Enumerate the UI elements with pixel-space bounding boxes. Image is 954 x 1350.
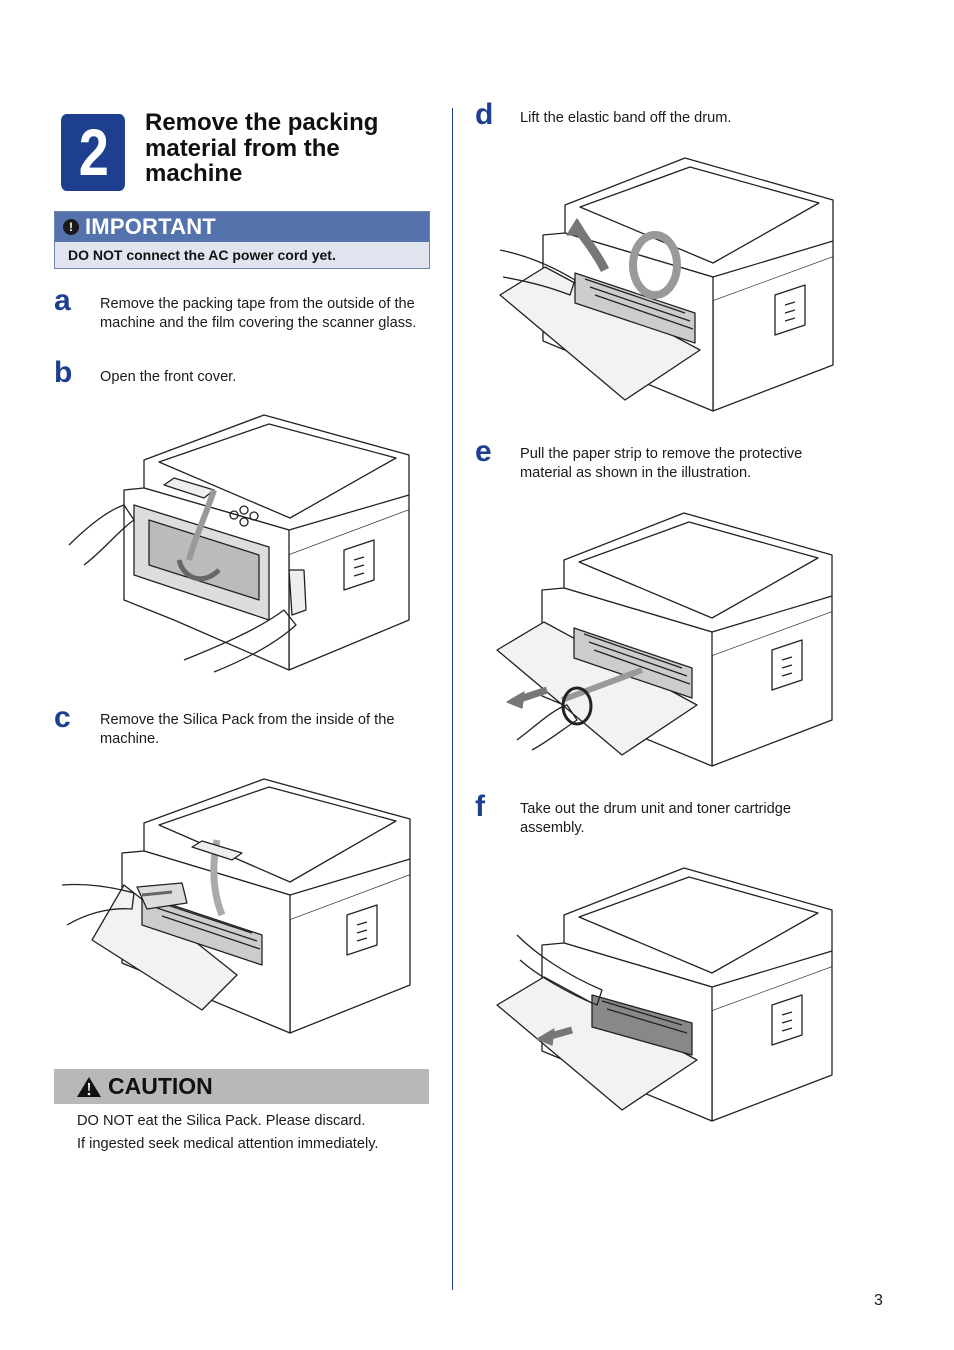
step-text-a: Remove the packing tape from the outside… (100, 296, 417, 331)
step-letter-a: a (54, 284, 71, 317)
column-divider (452, 108, 453, 1290)
important-header: ! IMPORTANT (55, 212, 429, 242)
step-letter-d: d (475, 98, 494, 131)
step-text-e: Pull the paper strip to remove the prote… (520, 446, 803, 481)
illustration-pull-paper-strip (492, 510, 840, 772)
step-text-c: Remove the Silica Pack from the inside o… (100, 712, 395, 747)
important-notice: ! IMPORTANT DO NOT connect the AC power … (54, 211, 430, 269)
step-title: Remove the packing material from the mac… (145, 109, 379, 187)
illustration-take-out-drum-unit (492, 865, 840, 1127)
caution-banner: CAUTION (54, 1069, 429, 1104)
step-text-b: Open the front cover. (100, 369, 237, 385)
caution-line-2: If ingested seek medical attention immed… (77, 1136, 379, 1152)
caution-label: CAUTION (108, 1073, 213, 1099)
illustration-lift-elastic-band (495, 155, 840, 417)
page-number: 3 (874, 1292, 883, 1309)
step-letter-e: e (475, 435, 492, 468)
caution-line-1: DO NOT eat the Silica Pack. Please disca… (77, 1113, 366, 1129)
warning-triangle-icon (77, 1076, 101, 1097)
important-label: IMPORTANT (85, 214, 216, 239)
step-text-d: Lift the elastic band off the drum. (520, 110, 732, 126)
step-letter-c: c (54, 701, 71, 734)
step-letter-b: b (54, 356, 73, 389)
illustration-remove-silica-pack (62, 775, 417, 1037)
step-letter-f: f (475, 790, 485, 823)
step-number-badge: 2 (61, 114, 125, 191)
exclamation-icon: ! (63, 219, 79, 235)
important-text: DO NOT connect the AC power cord yet. (68, 247, 336, 263)
step-text-f: Take out the drum unit and toner cartrid… (520, 801, 791, 836)
illustration-open-front-cover (64, 410, 416, 675)
